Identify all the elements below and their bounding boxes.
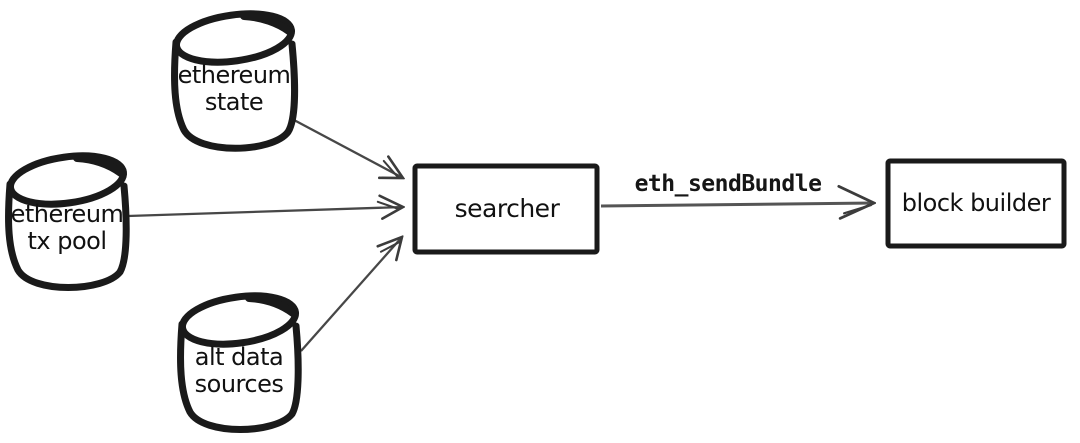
node-label-ethereum-tx-pool: ethereum tx pool xyxy=(0,201,134,255)
node-label-alt-data-sources: alt data sources xyxy=(160,344,318,398)
node-ethereum-tx-pool-shape xyxy=(5,152,130,291)
label-line: tx pool xyxy=(27,226,107,255)
label-line: sources xyxy=(194,369,284,398)
label-line: block builder xyxy=(901,189,1051,217)
edge-searcher-to-block-builder xyxy=(600,203,874,206)
edge-label-eth-sendbundle: eth_sendBundle xyxy=(634,171,822,197)
node-block-builder-shape xyxy=(885,158,1067,249)
edge-alt-data-sources-to-searcher xyxy=(300,237,402,352)
label-line: ethereum xyxy=(10,200,124,228)
node-label-searcher: searcher xyxy=(416,195,598,223)
edge-ethereum-tx-pool-to-searcher xyxy=(127,207,403,216)
node-ethereum-state-shape xyxy=(171,10,298,152)
node-label-ethereum-state: ethereum state xyxy=(154,62,314,116)
node-searcher-shape xyxy=(412,163,600,255)
node-alt-data-sources-shape xyxy=(177,292,302,433)
label-line: ethereum xyxy=(177,61,291,89)
node-label-block-builder: block builder xyxy=(888,190,1064,217)
label-line: state xyxy=(204,87,264,116)
label-line: searcher xyxy=(454,194,560,223)
label-line: alt data xyxy=(194,343,284,371)
edge-ethereum-state-to-searcher xyxy=(293,118,403,178)
